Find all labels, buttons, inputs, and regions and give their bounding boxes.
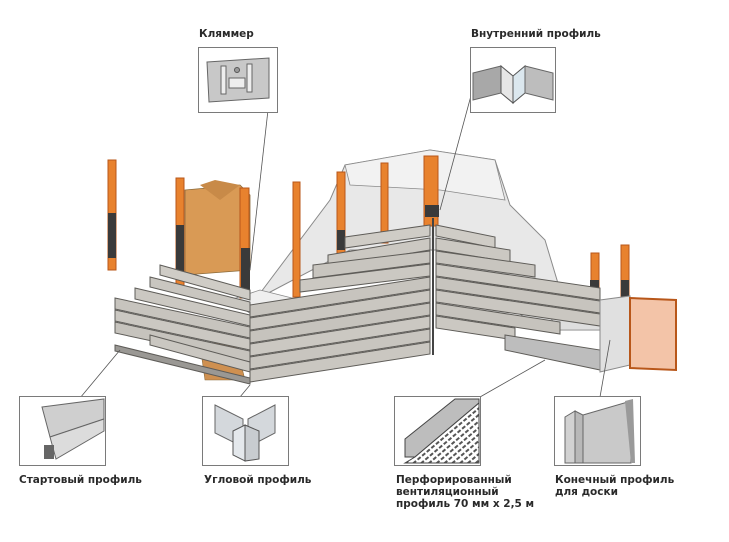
- starter-profile-icon: [41, 398, 105, 460]
- label-inner-profile: Внутренний профиль: [471, 28, 601, 40]
- center-left-boards: [249, 224, 431, 383]
- label-corner-profile: Угловой профиль: [204, 474, 312, 486]
- inner-profile-box: [470, 47, 556, 113]
- clamp-icon: [206, 57, 270, 103]
- klyammer-box: [198, 47, 278, 113]
- perforated-profile-box: [394, 396, 481, 466]
- window-frame: [599, 295, 677, 373]
- label-perforated-line3: профиль 70 мм х 2,5 м: [396, 498, 535, 510]
- corner-profile-box: [202, 396, 289, 466]
- label-klyammer: Кляммер: [199, 28, 254, 40]
- label-end-profile-line1: Конечный профиль: [555, 474, 675, 486]
- end-profile-icon: [564, 399, 635, 464]
- label-starter-profile: Стартовый профиль: [19, 474, 142, 486]
- corner-profile-icon: [214, 404, 276, 462]
- label-perforated-line2: вентиляционный: [396, 486, 499, 498]
- label-end-profile-line2: для доски: [555, 486, 618, 498]
- starter-profile-box: [19, 396, 106, 466]
- leader-lines: [79, 91, 611, 399]
- inner-profile-icon: [472, 64, 554, 105]
- label-perforated-line1: Перфорированный: [396, 474, 512, 486]
- right-wall-boards: [435, 224, 601, 371]
- left-wall-boards: [114, 264, 251, 385]
- end-profile-box: [554, 396, 641, 466]
- perforated-profile-icon: [403, 398, 480, 464]
